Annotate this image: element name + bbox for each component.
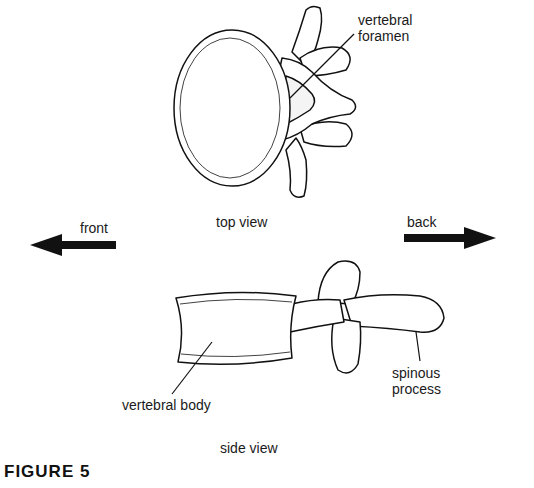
inferior-articular-process <box>332 318 361 373</box>
direction-label: back <box>407 214 467 230</box>
direction-arrow-shaft <box>404 234 466 242</box>
figure-caption: FIGURE 5 <box>4 462 90 482</box>
transverse-process <box>286 138 307 197</box>
direction-label: front <box>80 220 140 236</box>
body-rim <box>181 352 290 357</box>
body-rim <box>180 38 280 178</box>
leader-line <box>416 332 420 361</box>
direction-arrow-head <box>30 234 62 256</box>
part-label: spinous process <box>392 365 464 397</box>
body-rim <box>180 299 292 304</box>
part-label: vertebral body <box>122 397 252 413</box>
direction-arrow-shaft <box>58 241 116 249</box>
leader-line <box>290 34 354 98</box>
part-label: vertebral foramen <box>358 12 436 44</box>
view-label: side view <box>220 440 320 456</box>
leader-line <box>172 342 212 394</box>
view-label: top view <box>216 214 306 230</box>
vertebral-body-top <box>174 30 290 186</box>
pedicle <box>290 300 344 333</box>
vertebral-body-side <box>176 292 296 364</box>
direction-arrow-head <box>464 227 496 249</box>
